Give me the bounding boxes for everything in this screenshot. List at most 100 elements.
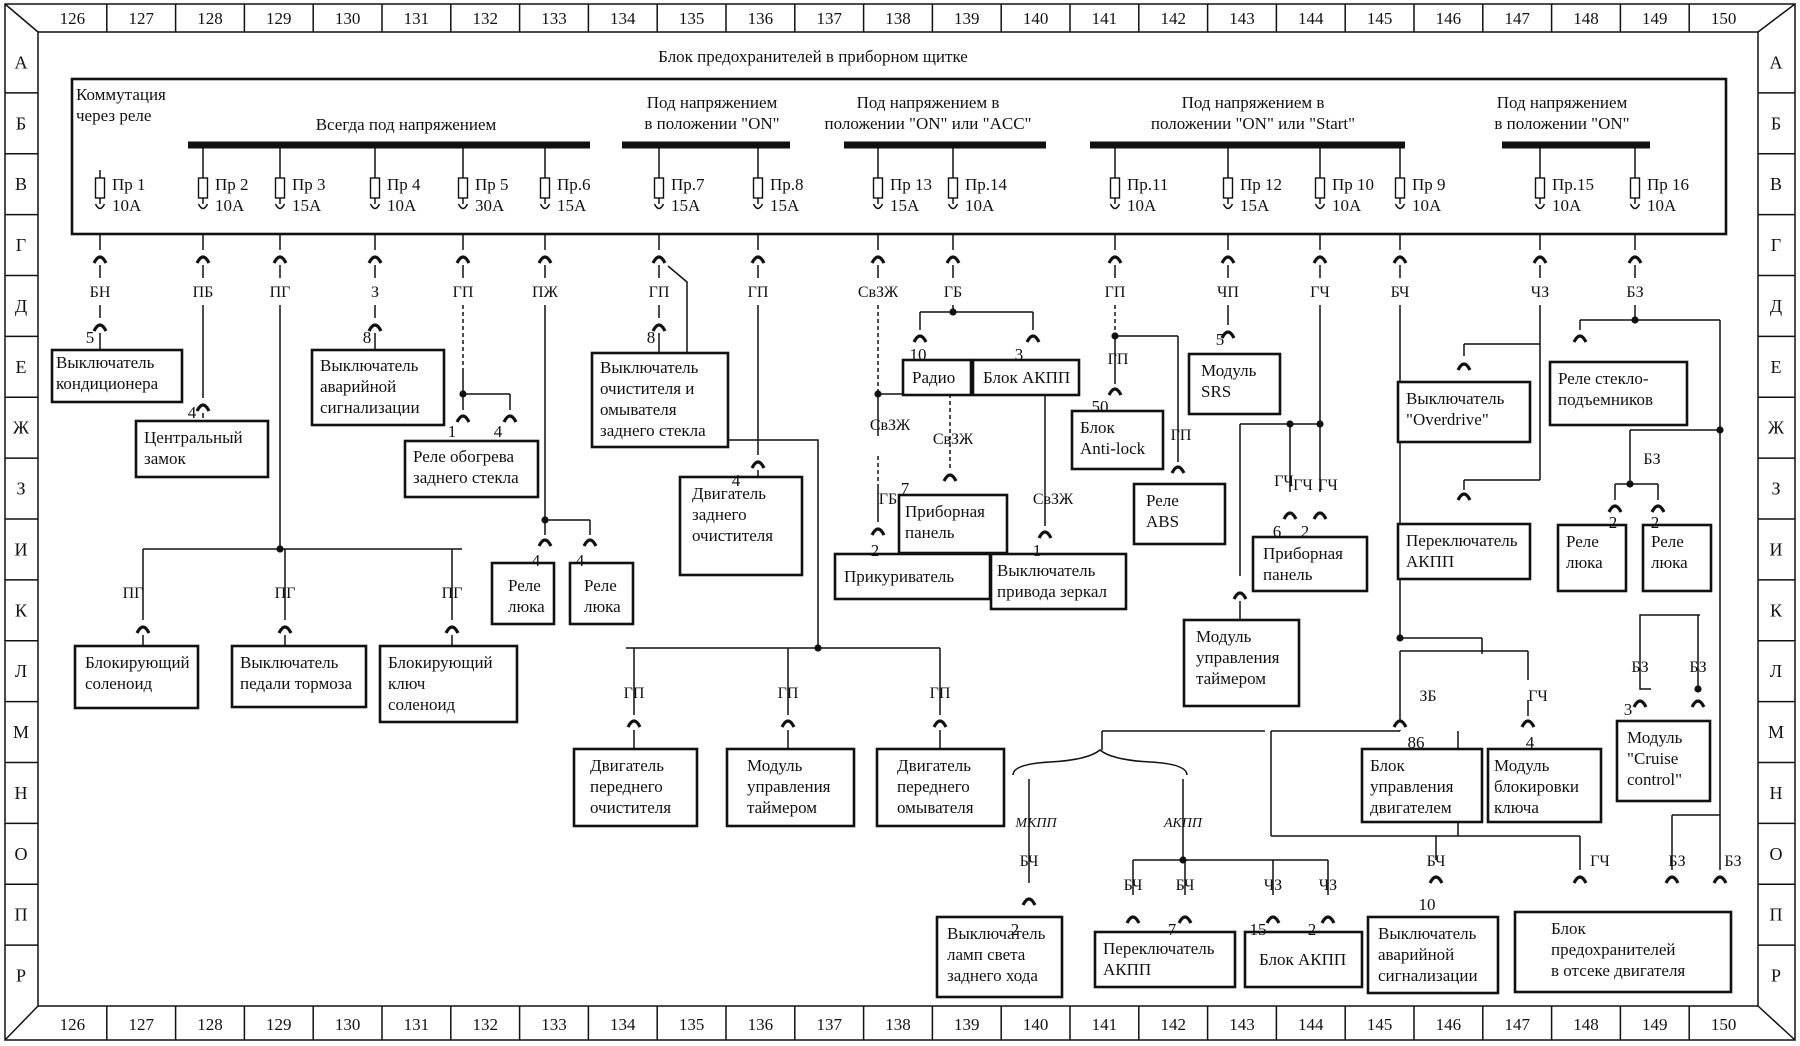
component-label-transmission-selector: АКПП <box>1103 960 1151 979</box>
grid-column-label-top: 131 <box>404 9 430 28</box>
pin-number: 4 <box>532 551 541 570</box>
component-label-ac-switch: кондиционера <box>56 374 159 393</box>
fuse-rating: 10А <box>1647 196 1677 215</box>
component-box-front-wiper-motor <box>572 747 699 828</box>
grid-row-label-right: Г <box>1771 235 1781 255</box>
bus-group-label: Под напряжением в <box>857 93 1000 112</box>
fuse-rating: 15А <box>890 196 920 215</box>
bus-group-label: в положении "ON" <box>1494 114 1629 133</box>
connector-symbol <box>1320 915 1336 924</box>
connector-symbol <box>444 625 460 634</box>
component-label-rear-wiper-motor: Двигатель <box>692 484 766 503</box>
grid-row-label-left: О <box>15 844 28 864</box>
fuse-rating: 10А <box>215 196 245 215</box>
wire-color-label: ГЧ <box>1310 284 1330 301</box>
component-box-transmission-selector <box>1396 522 1532 581</box>
component-box-key-lock-module <box>1486 747 1603 824</box>
wire-color-label: ЧЗ <box>1531 284 1549 301</box>
pin-number: 3 <box>1015 345 1024 364</box>
fuse-terminal <box>752 203 764 210</box>
fuse-rating: 10А <box>112 196 142 215</box>
connector-symbol <box>537 538 553 547</box>
component-label-hazard-switch: Выключатель <box>1378 924 1477 943</box>
fuse-name: Пр 1 <box>112 175 146 194</box>
fuse-symbol <box>1109 177 1121 199</box>
fuse-symbol <box>1534 177 1546 199</box>
pin-number: 2 <box>1609 513 1618 532</box>
grid-column-label-top: 139 <box>954 9 980 28</box>
connector-symbol <box>1456 492 1472 501</box>
grid-row-label-left: Н <box>15 783 28 803</box>
grid-column-label-top: 149 <box>1642 9 1668 28</box>
wire-color-label: ГЧ <box>1274 473 1294 490</box>
connector-symbol <box>1520 719 1536 728</box>
grid-row-label-right: К <box>1770 600 1783 620</box>
pin-number: 7 <box>1168 920 1177 939</box>
component-box-rear-wiper-washer-switch <box>590 351 730 449</box>
wire-color-label: БЧ <box>1391 284 1410 301</box>
connector-symbol <box>502 414 518 423</box>
component-label-engine-fuse-block: предохранителей <box>1551 940 1676 959</box>
pin-number: 5 <box>86 328 95 347</box>
component-label-brake-pedal-switch: Выключатель <box>240 653 339 672</box>
fuse-terminal <box>457 203 469 210</box>
component-box-window-relay <box>1548 360 1689 427</box>
pin-number: 4 <box>576 551 585 570</box>
component-box-cigarette-lighter <box>833 552 992 601</box>
grid-row-label-left: П <box>15 905 28 925</box>
component-label-transmission-selector: АКПП <box>1406 552 1454 571</box>
fuse-terminal <box>1629 203 1641 210</box>
branch-label-akpp: АКПП <box>1163 816 1203 831</box>
component-label-engine-fuse-block: Блок <box>1551 919 1587 938</box>
grid-row-label-left: З <box>16 479 25 499</box>
component-label-rear-wiper-washer-switch: омывателя <box>600 400 677 419</box>
component-label-timer-control-module: Модуль <box>1196 627 1252 646</box>
connector-symbol <box>651 323 667 332</box>
fuse-terminal <box>947 203 959 210</box>
grid-column-label-top: 128 <box>197 9 223 28</box>
fuse-rating: 10А <box>1332 196 1362 215</box>
grid-column-label-bottom: 143 <box>1229 1015 1255 1034</box>
component-label-transmission-unit: Блок АКПП <box>983 368 1070 387</box>
fuse-symbol <box>1629 177 1641 199</box>
grid-row-label-left: Л <box>15 661 27 681</box>
pin-number: 2 <box>871 541 880 560</box>
grid-column-label-bottom: 145 <box>1367 1015 1393 1034</box>
wire-color-label: СвЗЖ <box>1033 491 1074 508</box>
grid-column-label-bottom: 137 <box>816 1015 842 1034</box>
component-label-abs-relay: Реле <box>1146 491 1179 510</box>
fuse-name: Пр.15 <box>1552 175 1594 194</box>
junction-dot <box>1716 426 1724 434</box>
component-box-lock-solenoid <box>73 644 200 710</box>
connector-symbol <box>1632 699 1648 708</box>
component-label-sunroof-relay: люка <box>1651 553 1688 572</box>
component-label-window-relay: Реле стекло- <box>1558 369 1649 388</box>
component-box-abs-relay <box>1132 482 1227 546</box>
component-label-rear-wiper-motor: заднего <box>692 505 747 524</box>
component-box-reverse-lamp-switch <box>935 915 1064 999</box>
component-label-front-wiper-motor: очистителя <box>590 798 671 817</box>
component-label-reverse-lamp-switch: ламп света <box>947 945 1026 964</box>
grid-column-label-top: 141 <box>1092 9 1118 28</box>
component-label-cruise-control-module: "Cruise <box>1627 749 1678 768</box>
component-box-timer-control-module <box>1182 618 1301 708</box>
wire-color-label: БЗ <box>1643 451 1660 468</box>
wire-color-label: ГЧ <box>1293 477 1313 494</box>
fuse-symbol <box>872 177 884 199</box>
grid-column-label-bottom: 130 <box>335 1015 361 1034</box>
pin-number: 1 <box>448 422 457 441</box>
connector-symbol <box>277 625 293 634</box>
wire-segment <box>1639 614 1700 690</box>
component-box-srs-module <box>1187 352 1282 416</box>
connector-symbol <box>1025 334 1041 343</box>
component-label-instrument-panel: Приборная <box>905 502 985 521</box>
frame-corner <box>4 1005 39 1041</box>
wire-color-label: БЗ <box>1689 659 1706 676</box>
component-label-radio: Радио <box>912 368 955 387</box>
fuse-rating: 10А <box>1127 196 1157 215</box>
junction-dot <box>276 545 284 553</box>
pin-number: 1 <box>1033 541 1042 560</box>
connector-symbol <box>455 255 471 264</box>
grid-column-label-bottom: 133 <box>541 1015 567 1034</box>
grid-row-label-right: Б <box>1771 113 1781 133</box>
